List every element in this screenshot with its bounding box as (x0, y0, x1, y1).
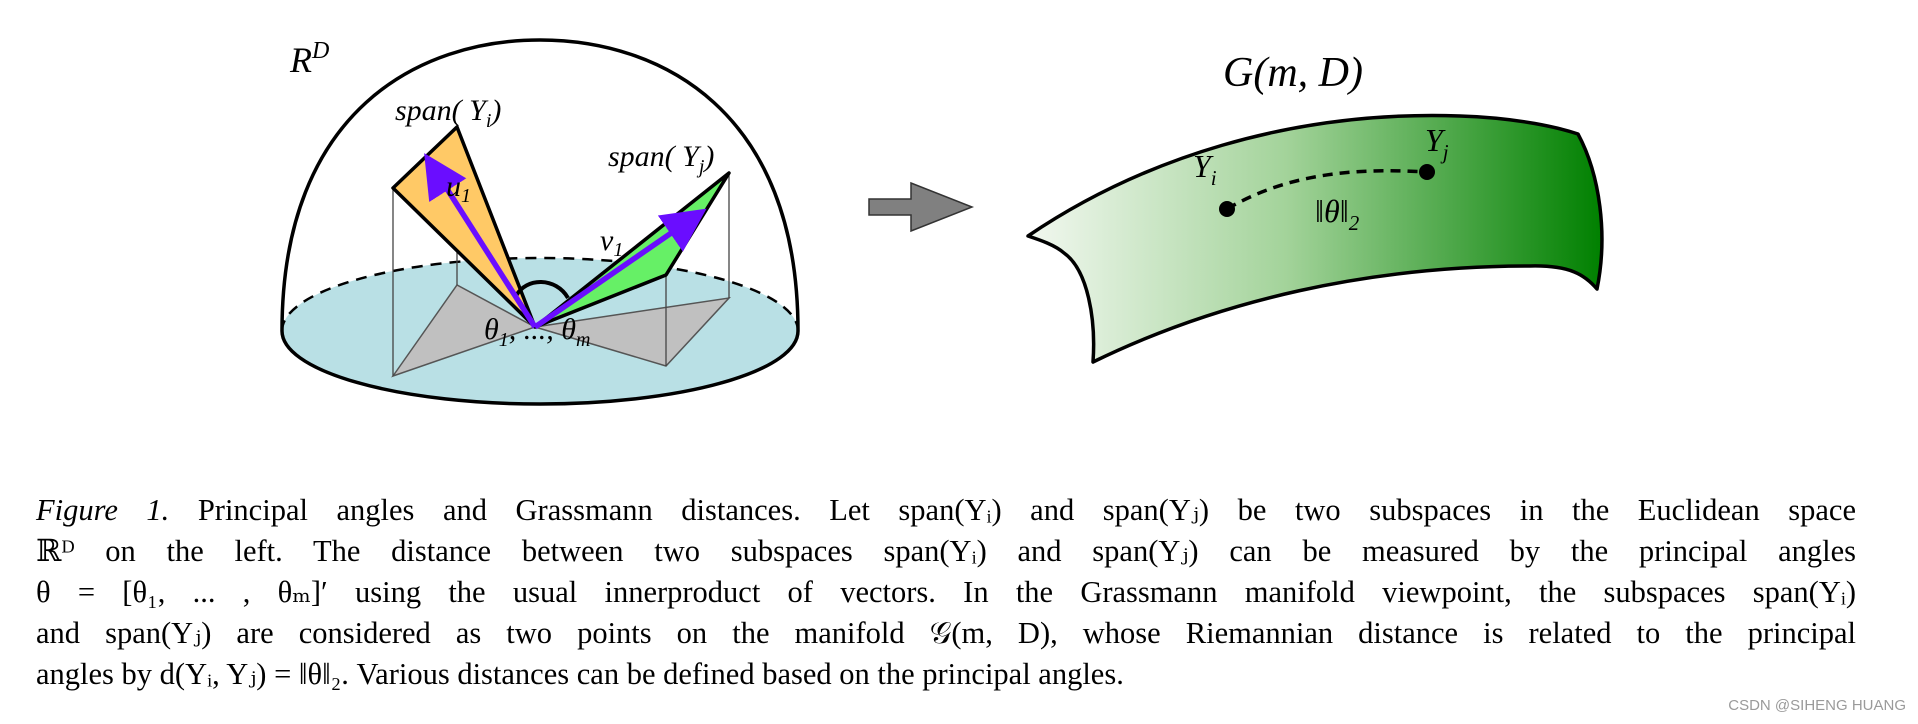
shadow-right (534, 296, 732, 367)
caption-line-3: θ = [θ₁, ... , θₘ]′ using the usual inne… (36, 575, 1856, 609)
manifold-group: G(m, D) Yi Yj ‖θ‖2 (1026, 50, 1604, 364)
manifold-surface (1026, 113, 1604, 364)
point-yi (1219, 201, 1235, 217)
point-yj-label: Yj (1425, 122, 1449, 164)
hemisphere-group: RD span( Yi) span( Yj) u1 v1 θ1, ..., θm (280, 38, 800, 406)
watermark: CSDN @SIHENG HUANG (1728, 697, 1906, 714)
distance-label: ‖θ‖2 (1315, 193, 1360, 235)
space-label: RD (289, 38, 329, 80)
hemisphere-dome (280, 38, 800, 332)
vector-v1 (533, 208, 707, 330)
figure-ref: Figure 1. (36, 493, 170, 527)
caption-line-4: and span(Yⱼ) are considered as two point… (36, 616, 1856, 650)
hemisphere-base-front-edge (280, 330, 800, 406)
shadow-left (391, 284, 537, 378)
point-yi-label: Yi (1193, 148, 1217, 190)
span-yi-label: span( Yi) (395, 94, 501, 132)
figure-diagram: RD span( Yi) span( Yj) u1 v1 θ1, ..., θm… (280, 38, 1604, 406)
geodesic-path (1226, 169, 1428, 211)
caption-line-1-text: Principal angles and Grassmann distances… (169, 493, 1856, 527)
manifold-title: G(m, D) (1223, 50, 1363, 96)
vector-u1 (424, 153, 538, 329)
span-yj-label: span( Yj) (608, 140, 714, 178)
figure-caption: Figure 1. Principal angles and Grassmann… (36, 490, 1856, 695)
caption-line-1: Figure 1. Principal angles and Grassmann… (36, 490, 1856, 531)
point-yj (1419, 164, 1435, 180)
mapping-arrow (868, 181, 975, 233)
angle-arc (514, 280, 570, 300)
principal-angles-label: θ1, ..., θm (484, 313, 590, 351)
caption-line-2: ℝᴰ on the left. The distance between two… (36, 534, 1856, 568)
hemisphere-base-back-edge (280, 256, 800, 332)
caption-line-5: angles by d(Yᵢ, Yⱼ) = ‖θ‖₂. Various dist… (36, 657, 1124, 691)
v1-label: v1 (600, 224, 623, 261)
u1-label: u1 (446, 170, 471, 207)
